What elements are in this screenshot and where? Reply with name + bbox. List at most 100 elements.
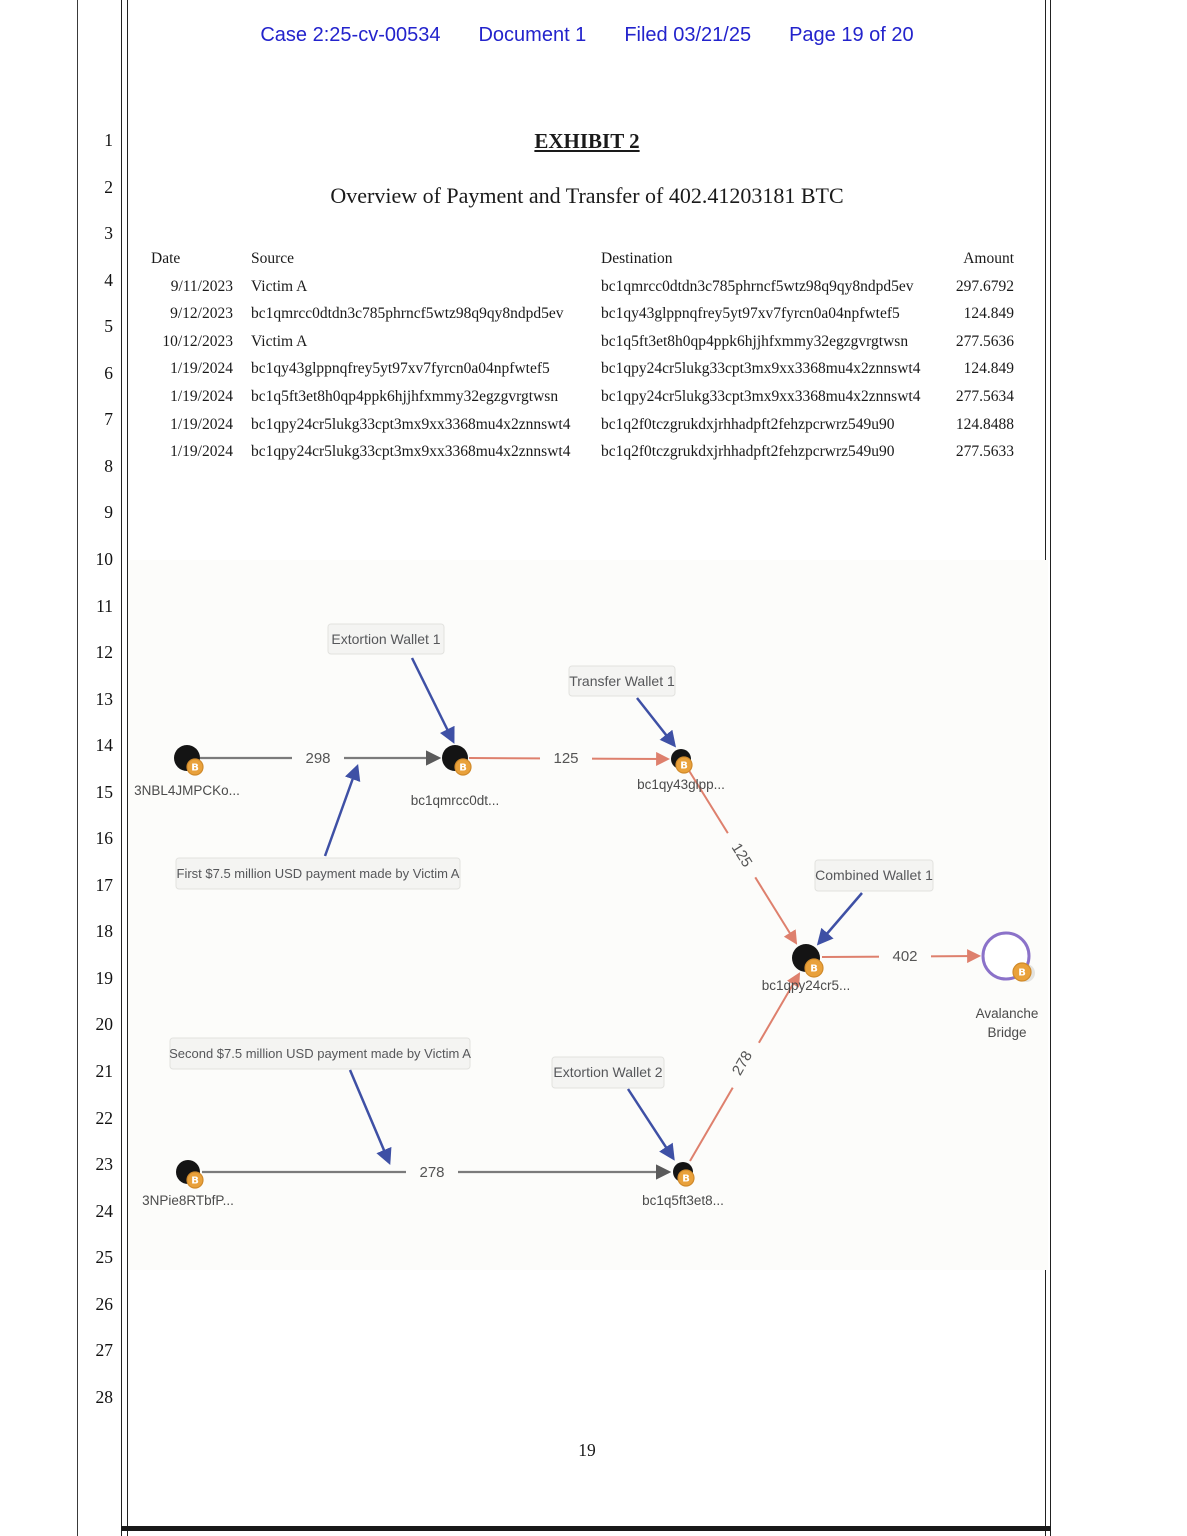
header-source: Source <box>251 250 295 267</box>
cell-source: Victim A <box>251 277 308 295</box>
cell-date: 10/12/2023 <box>162 332 233 350</box>
line-number: 9 <box>104 502 113 523</box>
pointer-arrow-second-payment <box>348 1069 392 1165</box>
svg-text:First $7.5 million USD payment: First $7.5 million USD payment made by V… <box>177 866 460 881</box>
page-border-left <box>77 0 78 1536</box>
cell-source: bc1qpy24cr5lukg33cpt3mx9xx3368mu4x2znnsw… <box>251 415 571 433</box>
line-number: 10 <box>95 548 114 569</box>
cell-destination: bc1qpy24cr5lukg33cpt3mx9xx3368mu4x2znnsw… <box>601 387 921 405</box>
line-number: 11 <box>96 595 113 616</box>
line-number: 26 <box>95 1293 114 1314</box>
bitcoin-icon: B <box>186 758 204 776</box>
line-number: 5 <box>104 316 113 337</box>
annotation-box-second-payment: Second $7.5 million USD payment made by … <box>169 1037 471 1070</box>
edge-transfer1-to-combined1: 125 <box>687 768 798 945</box>
pointer-arrow-transfer1 <box>636 697 677 748</box>
line-number: 28 <box>95 1386 114 1407</box>
node-transfer-wallet-1: B bc1qy43glpp... <box>637 749 725 792</box>
svg-text:Extortion Wallet 1: Extortion Wallet 1 <box>331 631 440 647</box>
svg-text:3NPie8RTbfP...: 3NPie8RTbfP... <box>142 1193 234 1208</box>
svg-text:Avalanche: Avalanche <box>976 1006 1039 1021</box>
pointer-arrow-extortion2 <box>626 1088 675 1161</box>
node-extortion-wallet-1: B bc1qmrcc0dt... <box>411 745 500 808</box>
btc-flow-diagram: 298 125 125 402 278 278 Extorti <box>128 560 1048 1270</box>
svg-text:Combined Wallet 1: Combined Wallet 1 <box>815 867 933 883</box>
cell-amount: 297.6792 <box>955 277 1014 295</box>
cell-amount: 124.849 <box>963 305 1014 323</box>
table-row: 9/12/2023 bc1qmrcc0dtdn3c785phrncf5wtz98q… <box>151 300 1014 328</box>
bitcoin-icon: B <box>454 758 472 776</box>
line-number: 12 <box>95 642 114 663</box>
header-date: Date <box>151 250 181 267</box>
svg-text:B: B <box>680 761 688 772</box>
cell-source: bc1qmrcc0dtdn3c785phrncf5wtz98q9qy8ndpd5… <box>251 305 564 323</box>
svg-text:3NBL4JMPCKo...: 3NBL4JMPCKo... <box>134 783 240 798</box>
edge-combined1-to-bridge: 402 <box>821 945 982 967</box>
table-header-row: Date Source Destination Amount <box>151 245 1014 273</box>
annotation-box-first-payment: First $7.5 million USD payment made by V… <box>175 857 461 890</box>
stamp-document: Document 1 <box>478 24 587 46</box>
edge-amount-label: 298 <box>305 750 330 767</box>
bitcoin-icon: B <box>677 1169 695 1187</box>
svg-text:bc1qpy24cr5...: bc1qpy24cr5... <box>762 978 851 993</box>
pointer-arrow-first-payment <box>323 763 361 857</box>
label-box-extortion-wallet-1: Extortion Wallet 1 <box>327 623 445 655</box>
cell-destination: bc1q2f0tczgrukdxjrhhadpft2fehzpcrwrz549u… <box>601 443 895 461</box>
line-number: 27 <box>95 1340 114 1361</box>
line-number: 4 <box>104 269 113 290</box>
svg-text:bc1q5ft3et8...: bc1q5ft3et8... <box>642 1193 724 1208</box>
svg-text:B: B <box>682 1174 690 1185</box>
stamp-page-count: Page 19 of 20 <box>789 24 914 46</box>
line-number: 24 <box>95 1200 114 1221</box>
cell-source: Victim A <box>251 332 308 350</box>
svg-text:bc1qmrcc0dt...: bc1qmrcc0dt... <box>411 793 500 808</box>
node-avalanche-bridge: B Avalanche Bridge <box>976 931 1039 1040</box>
svg-text:Transfer Wallet 1: Transfer Wallet 1 <box>569 673 675 689</box>
line-number: 20 <box>95 1014 114 1035</box>
label-box-extortion-wallet-2: Extortion Wallet 2 <box>551 1056 665 1089</box>
cell-amount: 277.5634 <box>955 387 1014 405</box>
line-number: 1 <box>104 130 113 150</box>
header-amount: Amount <box>963 250 1014 267</box>
line-number: 17 <box>95 874 114 895</box>
exhibit-title: EXHIBIT 2 <box>534 129 640 153</box>
exhibit-subtitle: Overview of Payment and Transfer of 402.… <box>330 183 844 208</box>
table-row: 1/19/2024 bc1qpy24cr5lukg33cpt3mx9xx3368m… <box>151 411 1014 439</box>
line-number: 25 <box>95 1247 114 1268</box>
edge-victim2-to-extortion2: 278 <box>202 1161 672 1183</box>
line-number: 23 <box>95 1154 114 1175</box>
cell-date: 1/19/2024 <box>170 415 233 433</box>
svg-text:B: B <box>191 1176 199 1187</box>
line-number: 22 <box>95 1107 114 1128</box>
line-number: 18 <box>95 921 114 942</box>
stamp-filed-date: Filed 03/21/25 <box>624 24 752 46</box>
stamp-case-number: Case 2:25-cv-00534 <box>260 24 441 46</box>
line-number: 13 <box>95 688 114 709</box>
pleading-rule-right-inner <box>1050 0 1051 1536</box>
bitcoin-icon: B <box>675 756 693 774</box>
edge-extortion2-to-combined1: 278 <box>689 972 801 1162</box>
line-number: 21 <box>95 1061 114 1081</box>
line-number: 14 <box>95 735 114 756</box>
transactions-table: Date Source Destination Amount 9/11/2023… <box>151 245 1014 466</box>
cell-source: bc1qy43glppnqfrey5yt97xv7fyrcn0a04npfwte… <box>251 360 550 378</box>
cell-destination: bc1qmrcc0dtdn3c785phrncf5wtz98q9qy8ndpd5… <box>601 277 914 295</box>
label-box-transfer-wallet-1: Transfer Wallet 1 <box>568 665 676 697</box>
bitcoin-icon: B <box>804 958 824 978</box>
pleading-rule-left-inner <box>127 0 128 1536</box>
cell-date: 9/11/2023 <box>170 277 233 295</box>
line-number: 7 <box>104 409 113 430</box>
table-row: 9/11/2023 Victim A bc1qmrcc0dtdn3c785phrnc… <box>151 273 1014 301</box>
cell-amount: 124.849 <box>963 360 1014 378</box>
cell-destination: bc1qpy24cr5lukg33cpt3mx9xx3368mu4x2znnsw… <box>601 360 921 378</box>
cell-date: 1/19/2024 <box>170 360 233 378</box>
cell-date: 9/12/2023 <box>170 305 233 323</box>
svg-text:B: B <box>1018 968 1026 979</box>
edge-amount-label: 125 <box>553 750 578 767</box>
cell-date: 1/19/2024 <box>170 443 233 461</box>
edge-amount-label: 402 <box>892 948 917 965</box>
